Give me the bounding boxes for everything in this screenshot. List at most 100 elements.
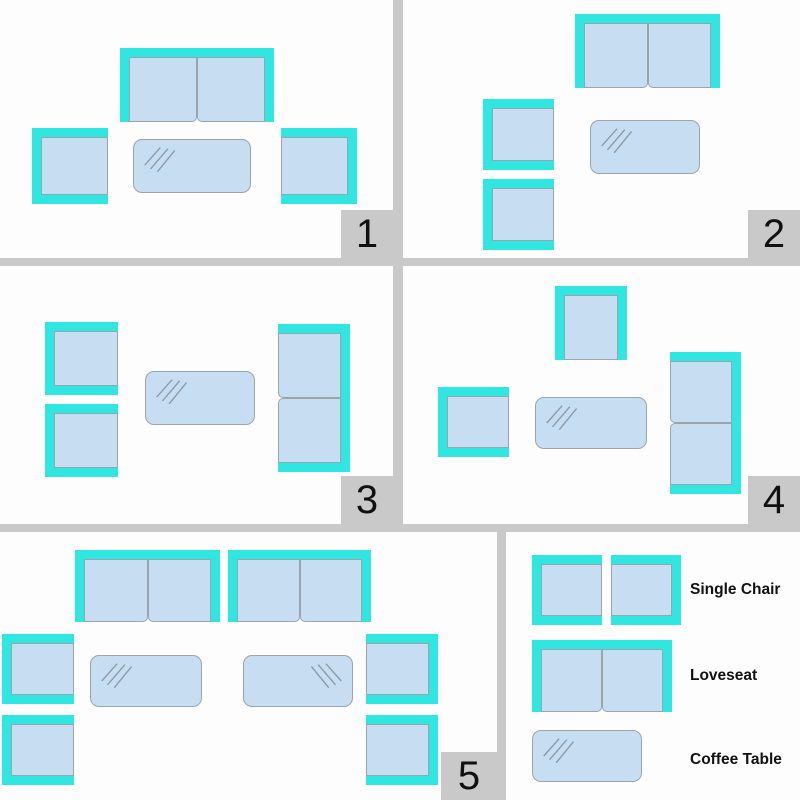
coffee-table[interactable] [590, 120, 700, 174]
chair-cushion [11, 643, 74, 695]
chair-frame-bar [672, 555, 681, 625]
chair-cushion [366, 724, 429, 776]
chair-frame-bar [429, 715, 438, 785]
legend-coffee-table-swatch[interactable] [532, 730, 642, 782]
single-chair[interactable] [483, 179, 554, 250]
loveseat-cushion [647, 23, 711, 88]
chair-cushion [492, 188, 554, 241]
chair-frame-bar [438, 448, 509, 457]
loveseat-cushion [84, 559, 148, 622]
chair-cushion [541, 564, 602, 616]
single-chair[interactable] [366, 634, 438, 704]
chair-frame-bar [532, 616, 602, 625]
chair-cushion [54, 331, 118, 386]
coffee-table[interactable] [133, 139, 251, 193]
legend-single-chair-label: Single Chair [690, 581, 781, 598]
loveseat-frame-bar [228, 550, 371, 559]
panel-1-badge: 1 [341, 210, 393, 258]
table-shine-icon [546, 405, 578, 431]
chair-cushion [366, 643, 429, 695]
chair-frame-bar [45, 468, 118, 477]
panel-2-badge: 2 [748, 210, 800, 258]
loveseat-frame-bar [532, 640, 541, 712]
chair-frame-bar [32, 195, 108, 204]
chair-frame-bar [348, 128, 357, 204]
loveseat-cushion [147, 559, 211, 622]
single-chair[interactable] [2, 715, 74, 785]
legend-single-chair-swatch[interactable] [611, 555, 681, 625]
coffee-table[interactable] [90, 655, 202, 707]
panel-2 [403, 0, 800, 258]
loveseat-frame-bar [265, 48, 274, 122]
panel-4 [403, 266, 800, 524]
loveseat[interactable] [120, 48, 274, 122]
panel-3 [0, 266, 393, 524]
table-shine-icon [156, 379, 188, 405]
loveseat-frame-bar [120, 48, 274, 57]
loveseat[interactable] [228, 550, 371, 622]
loveseat-frame-bar [278, 463, 350, 472]
chair-frame-bar [611, 555, 681, 564]
single-chair[interactable] [2, 634, 74, 704]
chair-frame-bar [32, 128, 41, 204]
coffee-table[interactable] [145, 371, 255, 425]
table-shine-icon [601, 128, 633, 154]
loveseat[interactable] [670, 352, 741, 494]
single-chair[interactable] [32, 128, 108, 204]
chair-frame-bar [2, 634, 11, 704]
loveseat-cushion [584, 23, 648, 88]
legend-loveseat-swatch[interactable] [532, 640, 672, 712]
single-chair[interactable] [366, 715, 438, 785]
chair-cushion [564, 295, 618, 360]
panel-5 [0, 532, 497, 800]
loveseat-cushion [670, 361, 732, 423]
legend-coffee-table-label: Coffee Table [690, 751, 782, 768]
chair-cushion [611, 564, 672, 616]
loveseat[interactable] [278, 324, 350, 472]
panel-4-badge: 4 [748, 476, 800, 524]
chair-frame-bar [483, 241, 554, 250]
chair-frame-bar [483, 161, 554, 170]
chair-frame-bar [281, 195, 357, 204]
single-chair[interactable] [438, 387, 509, 457]
loveseat-frame-bar [575, 14, 584, 88]
single-chair[interactable] [281, 128, 357, 204]
loveseat-frame-bar [75, 550, 84, 622]
loveseat-frame-bar [228, 550, 237, 622]
chair-frame-bar [2, 634, 74, 643]
loveseat[interactable] [75, 550, 220, 622]
chair-cushion [41, 137, 108, 195]
loveseat-cushion [278, 333, 341, 398]
chair-frame-bar [483, 179, 492, 250]
chair-frame-bar [2, 695, 74, 704]
chair-frame-bar [438, 387, 509, 396]
chair-frame-bar [45, 322, 118, 331]
loveseat-frame-bar [75, 550, 220, 559]
chair-frame-bar [532, 555, 541, 625]
chair-frame-bar [45, 322, 54, 395]
loveseat-frame-bar [732, 352, 741, 494]
panel-3-badge: 3 [341, 476, 393, 524]
single-chair[interactable] [483, 99, 554, 170]
chair-frame-bar [45, 404, 118, 413]
loveseat-cushion [602, 649, 663, 712]
chair-frame-bar [555, 286, 627, 295]
chair-frame-bar [483, 99, 492, 170]
loveseat[interactable] [575, 14, 720, 88]
single-chair[interactable] [45, 322, 118, 395]
coffee-table[interactable] [243, 655, 353, 707]
coffee-table[interactable] [535, 397, 647, 449]
chair-frame-bar [438, 387, 447, 457]
single-chair[interactable] [555, 286, 627, 360]
chair-frame-bar [32, 128, 108, 137]
loveseat-frame-bar [211, 550, 220, 622]
loveseat-cushion [541, 649, 602, 712]
table-shine-icon [144, 147, 176, 173]
loveseat-frame-bar [120, 48, 129, 122]
panel-5-badge: 5 [441, 752, 497, 800]
loveseat-frame-bar [670, 485, 741, 494]
legend-single-chair-swatch[interactable] [532, 555, 602, 625]
single-chair[interactable] [45, 404, 118, 477]
loveseat-frame-bar [362, 550, 371, 622]
